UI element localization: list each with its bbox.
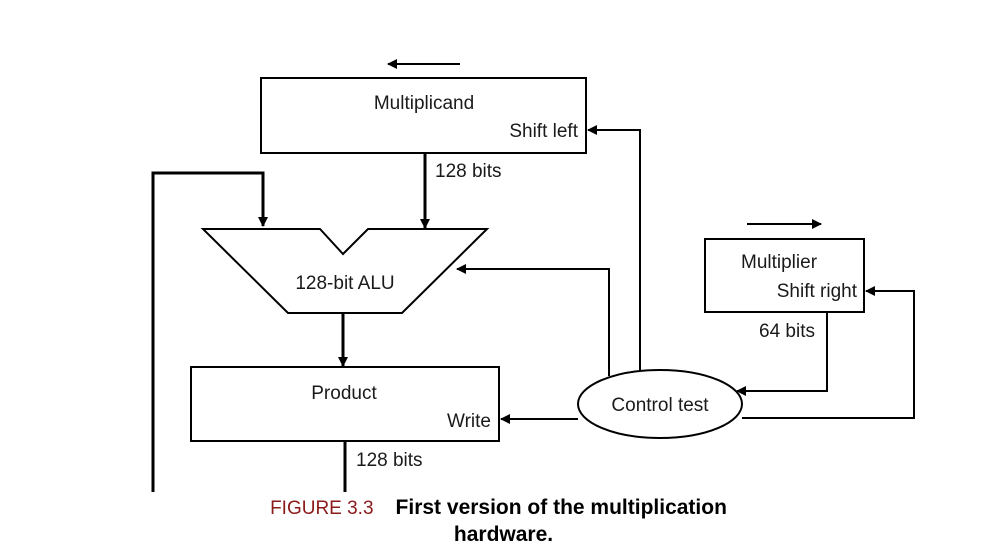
multiplicand-register [260,77,587,154]
multiplicand-label: Multiplicand [374,93,474,114]
multiplier-width-label: 64 bits [759,321,815,342]
multiplicand-action-label: Shift left [509,121,578,142]
alu-label: 128-bit ALU [295,273,394,294]
control-to-multiplicand-arrow [587,125,641,370]
multiplication-hardware-diagram: Multiplicand Shift left 128 bits 128-bit… [151,59,915,492]
multiplier-to-control-arrow [736,312,828,396]
figure-number: FIGURE 3.3 [270,498,374,519]
control-to-multiplier-arrow [742,286,915,419]
figure-caption-line1: FIGURE 3.3 First version of the multiplic… [0,496,997,520]
multiplier-register [704,238,865,313]
figure-caption-line2: hardware. [453,523,554,546]
product-action-label: Write [447,411,491,432]
control-test-label: Control test [611,395,709,416]
multiplier-action-label: Shift right [777,281,858,302]
alu-shape [200,228,490,314]
control-test-ellipse [577,369,743,439]
product-label: Product [311,383,377,404]
control-to-alu-arrow [456,264,610,376]
multiplicand-width-label: 128 bits [435,161,502,182]
product-feedback-path [151,171,347,492]
product-width-label: 128 bits [356,450,423,471]
figure-title: First version of the multiplication [395,496,727,519]
multiplier-label: Multiplier [741,252,818,273]
